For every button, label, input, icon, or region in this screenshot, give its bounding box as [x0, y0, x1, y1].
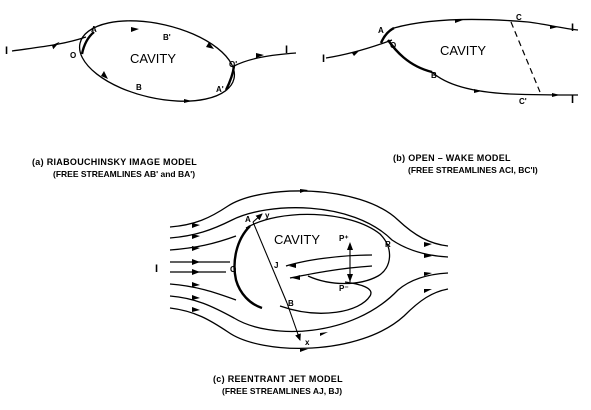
panel-c-streamline-top-inner — [169, 235, 237, 251]
panel-b-caption: (b) OPEN – WAKE MODEL — [393, 153, 511, 163]
panel-c-arrow-bottom-arc — [300, 349, 308, 352]
panel-a-label-A: A — [91, 25, 97, 34]
panel-a-arrow-bottom — [184, 99, 192, 103]
panel-c-arrow-r2 — [424, 253, 432, 258]
panel-a-label-I-left: I — [5, 45, 8, 57]
panel-c-arrow-l7 — [192, 295, 200, 300]
panel-c-label-x: x — [305, 338, 310, 347]
panel-b-plate-OB — [387, 39, 433, 74]
panel-c-label-I: I — [155, 263, 158, 275]
panel-c-label-y: y — [265, 211, 270, 220]
panel-b-upper-free-streamline — [393, 18, 579, 31]
panel-c-label-P-plus: P⁺ — [339, 234, 349, 243]
panel-b-subcaption: (FREE STREAMLINES ACI, BC'I) — [408, 165, 538, 175]
panel-c-label-R: R — [385, 240, 391, 249]
panel-c-arrow-l3 — [192, 246, 200, 251]
panel-a-caption: (a) RIABOUCHINSKY IMAGE MODEL — [32, 157, 197, 167]
panel-b-open-wake-model: I A O B C C' I I CAVITY (b) OPEN – WAKE … — [322, 13, 579, 175]
panel-c-label-B: B — [288, 299, 294, 308]
panel-a-label-B: B — [136, 83, 142, 92]
panel-c-P-arrow-down — [347, 274, 353, 282]
panel-a-incoming-arrow — [51, 41, 60, 50]
panel-c-arrow-l4 — [192, 259, 200, 265]
panel-b-dashed-line-CC-prime — [510, 21, 541, 93]
panel-a-label-A-prime: A' — [216, 85, 224, 94]
panel-c-line-AB — [252, 221, 288, 304]
panel-a-outgoing-arrow — [256, 53, 264, 58]
panel-c-arrow-l2 — [192, 234, 200, 239]
panel-b-label-I-top: I — [571, 22, 574, 34]
panel-c-label-A: A — [245, 215, 251, 224]
panel-c-label-P-minus: P⁻ — [339, 284, 349, 293]
panel-c-x-axis — [286, 302, 301, 341]
panel-a-cavity-label: CAVITY — [130, 51, 176, 66]
panel-b-upper-arrow — [455, 19, 463, 23]
panel-c-arrow-r3 — [424, 272, 432, 276]
panel-b-label-C-prime: C' — [519, 97, 527, 106]
panel-a-incoming-streamline — [11, 36, 87, 52]
panel-c-streamline-top-mid — [169, 207, 449, 258]
panel-b-label-C: C — [516, 13, 522, 22]
panel-c-streamline-bottom-outer — [169, 288, 449, 349]
panel-a-label-B-prime: B' — [163, 33, 171, 42]
panel-c-caption: (c) REENTRANT JET MODEL — [213, 374, 343, 384]
panel-a-label-O: O — [70, 51, 76, 60]
panel-c-plate-AOB — [233, 225, 263, 310]
panel-c-jet-arrow-2 — [292, 275, 300, 280]
panel-c-reentrant-jet-model: I A y O B x J P⁺ P⁻ R CAVITY (c) REENTRA… — [155, 189, 449, 396]
panel-b-upper-arrow-2 — [550, 25, 558, 29]
panel-a-plate-OA — [80, 31, 95, 55]
panel-a-cavity-boundary — [78, 20, 236, 102]
panel-c-cavity-label: CAVITY — [274, 232, 320, 247]
panel-c-streamline-top-outer — [169, 190, 449, 247]
panel-b-lower-free-streamline — [431, 71, 579, 96]
panel-c-cavity-free-streamline — [245, 213, 391, 285]
panel-c-arrow-r4 — [424, 289, 432, 293]
panel-b-label-I-left: I — [322, 53, 325, 65]
panel-b-label-B: B — [431, 71, 437, 80]
panel-a-riabouchinsky-model: I O A B' B O' A' I CAVITY (a) RIABOUCHIN… — [5, 20, 297, 179]
panel-c-arrow-l6 — [192, 282, 200, 287]
panel-c-arrow-r1 — [424, 242, 432, 247]
panel-a-plate-OA-prime — [224, 65, 236, 91]
panel-b-label-I-bottom: I — [571, 94, 574, 106]
panel-c-arrow-top-arc — [300, 189, 308, 193]
panel-a-label-I-right: I — [285, 44, 288, 56]
panel-c-arrow-bottom-arc-2 — [320, 332, 328, 336]
panel-c-reentrant-jet-lower — [289, 265, 373, 279]
panel-b-plate-OA — [379, 26, 395, 44]
panel-b-lower-arrow-2 — [552, 93, 560, 97]
panel-a-arrow-right — [206, 42, 214, 49]
panel-a-arrow-top — [131, 27, 139, 32]
panel-c-P-arrow-up — [347, 242, 353, 250]
panel-c-arrow-l1 — [192, 223, 200, 228]
panel-c-arrow-l8 — [192, 307, 200, 312]
panel-a-arrow-left — [101, 71, 108, 79]
panel-b-cavity-label: CAVITY — [440, 43, 486, 58]
panel-c-label-O: O — [230, 265, 236, 274]
panel-a-subcaption: (FREE STREAMLINES AB' and BA') — [53, 169, 195, 179]
panel-b-label-O: O — [390, 41, 396, 50]
panel-c-y-axis — [252, 213, 263, 223]
panel-c-arrow-l5 — [192, 269, 200, 275]
panel-b-incoming-arrow — [352, 50, 360, 56]
panel-c-subcaption: (FREE STREAMLINES AJ, BJ) — [222, 386, 342, 396]
panel-a-label-O-prime: O' — [229, 60, 237, 69]
panel-b-label-A: A — [378, 26, 384, 35]
panel-b-lower-arrow — [474, 89, 482, 93]
panel-a-outgoing-streamline — [233, 52, 297, 67]
panel-c-label-J: J — [274, 261, 278, 270]
panel-c-cavity-lower-free-streamline — [279, 281, 372, 314]
panel-c-streamline-bottom-inner — [169, 283, 237, 301]
panel-c-jet-arrow-1 — [289, 263, 296, 268]
panel-c-streamline-bottom-mid — [169, 272, 449, 333]
panel-c-reentrant-jet-upper — [285, 254, 373, 267]
